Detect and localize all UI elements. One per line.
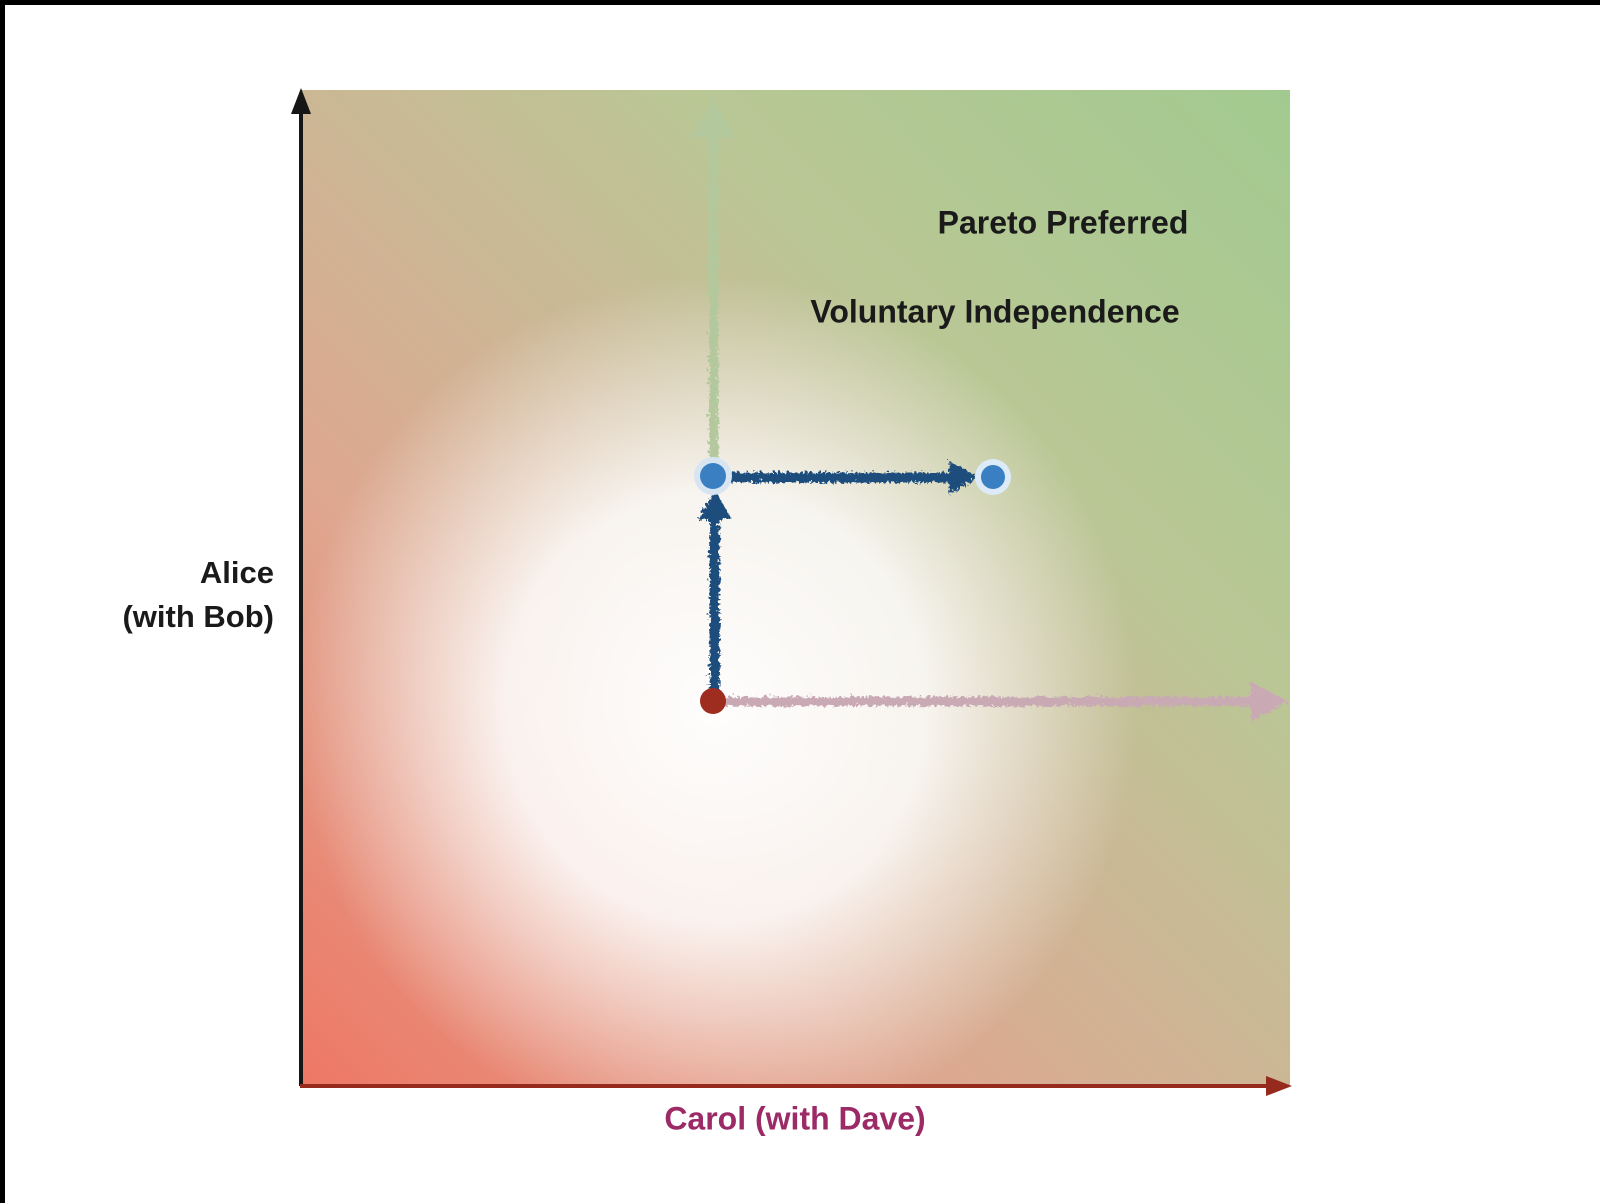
frame-top-border bbox=[0, 0, 1600, 5]
y-axis-label-line1: Alice bbox=[199, 555, 274, 590]
annotation-pareto-preferred: Pareto Preferred bbox=[937, 204, 1189, 241]
annotation-voluntary-independence: Voluntary Independence bbox=[810, 293, 1180, 330]
payoff-space bbox=[300, 90, 1290, 1085]
frame-left-border bbox=[0, 0, 5, 1203]
y-axis-label: Alice (with Bob) bbox=[0, 551, 274, 639]
x-axis-label: Carol (with Dave) bbox=[664, 1100, 926, 1137]
y-axis-label-line2: (with Bob) bbox=[122, 599, 274, 635]
